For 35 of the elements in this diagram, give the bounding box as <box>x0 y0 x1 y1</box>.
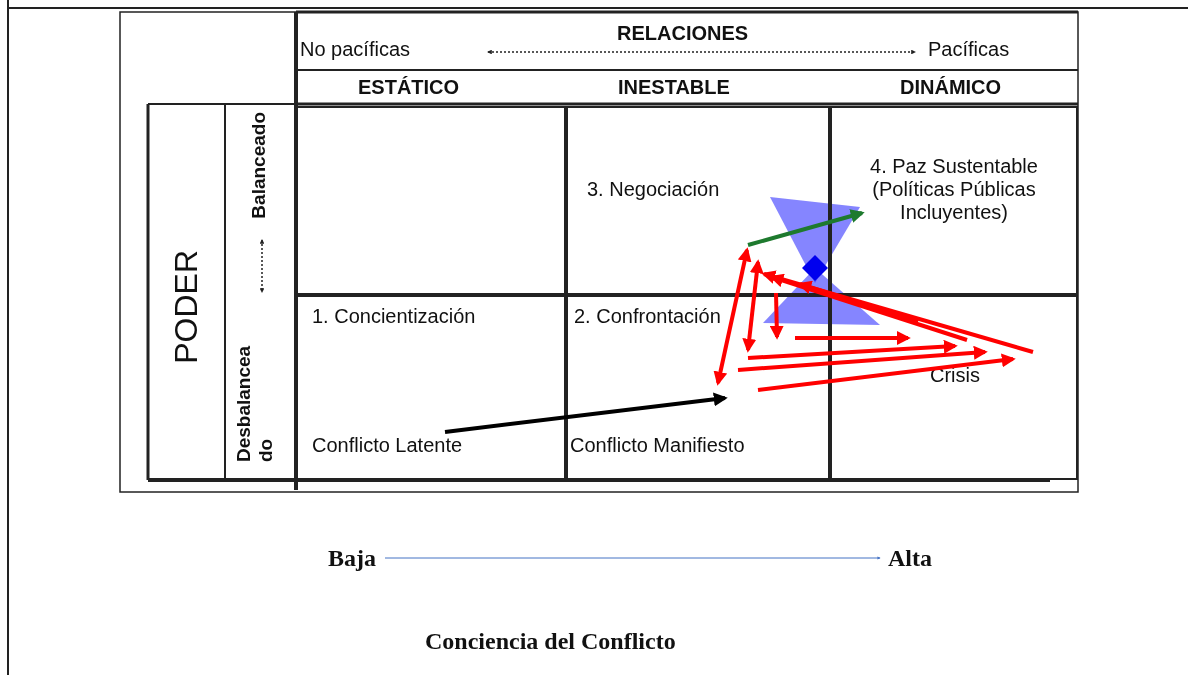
arrow <box>761 270 1034 354</box>
stage-caption: Conflicto Manifiesto <box>570 434 745 457</box>
arrow <box>742 259 764 353</box>
matrix-cell <box>830 295 1078 480</box>
arrow <box>737 345 988 372</box>
arrow <box>797 280 919 324</box>
column-header: Pacíficas <box>928 38 1010 61</box>
axis-title: RELACIONES <box>617 22 749 45</box>
axis-title: Conciencia del Conflicto <box>425 628 676 655</box>
arrow <box>795 331 911 345</box>
arrow <box>769 292 784 340</box>
matrix-cell <box>296 106 566 295</box>
arrow <box>747 339 958 360</box>
matrix-cell <box>296 295 566 480</box>
stage-label: 4. Paz Sustentable (Políticas Públicas Incluyentes) <box>869 155 1039 224</box>
matrix-cell <box>830 106 1078 295</box>
scale-label: Baja <box>328 545 376 572</box>
stage-label: 1. Concientización <box>312 305 476 328</box>
arrow <box>747 209 865 247</box>
arrow <box>713 247 752 386</box>
arrow <box>757 353 1016 392</box>
axis-label: Desbalancea do <box>233 344 277 462</box>
column-header: INESTABLE <box>618 76 730 99</box>
stage-label: 2. Confrontación <box>574 305 721 328</box>
column-header: ESTÁTICO <box>358 76 460 99</box>
matrix-cell <box>566 295 830 480</box>
axis-label: Balanceado <box>248 112 270 219</box>
stage-label: 3. Negociación <box>587 178 720 201</box>
stage-caption: Conflicto Latente <box>312 434 463 457</box>
scale-label: Alta <box>888 545 932 572</box>
arrow <box>444 392 728 434</box>
column-header: DINÁMICO <box>900 76 1002 99</box>
matrix-cell <box>566 106 830 295</box>
column-header: No pacíficas <box>300 38 411 61</box>
axis-title: PODER <box>168 250 205 364</box>
